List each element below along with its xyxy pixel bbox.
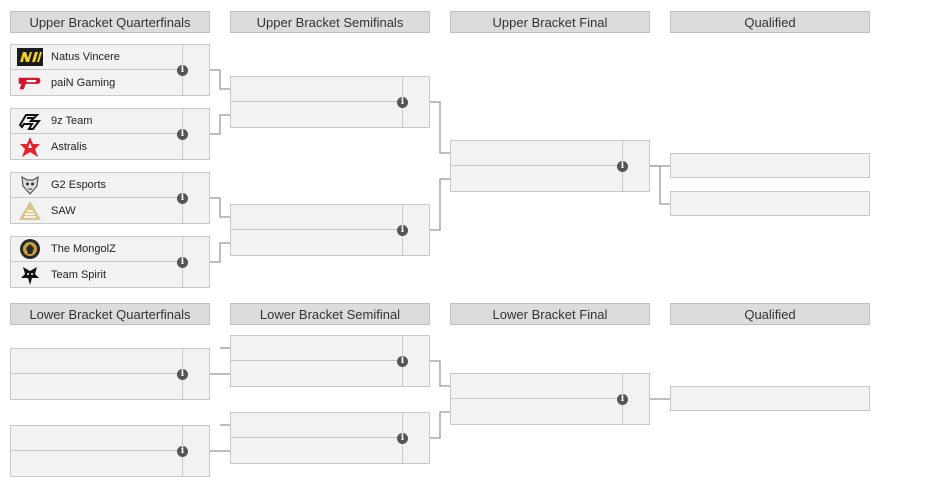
header-upper-final: Upper Bracket Final [450, 11, 650, 33]
9z-logo-icon [17, 110, 43, 132]
info-icon[interactable]: i [397, 97, 408, 108]
team-slot[interactable]: Team Spirit [11, 262, 183, 287]
navi-logo-icon [17, 46, 43, 68]
team-name: G2 Esports [51, 179, 107, 191]
info-icon[interactable]: i [177, 193, 188, 204]
info-icon[interactable]: i [617, 161, 628, 172]
team-slot[interactable]: paiN Gaming [11, 70, 183, 95]
header-lower-quarterfinals: Lower Bracket Quarterfinals [10, 303, 210, 325]
match-upper-sf-2[interactable]: i [230, 204, 430, 256]
team-slot[interactable]: Natus Vincere [11, 45, 183, 70]
qualified-slot-upper-2[interactable] [670, 191, 870, 216]
header-upper-semifinals: Upper Bracket Semifinals [230, 11, 430, 33]
saw-logo-icon [17, 200, 43, 222]
info-icon[interactable]: i [617, 394, 628, 405]
spirit-logo-icon [17, 264, 43, 286]
team-slot[interactable]: SAW [11, 198, 183, 223]
info-icon[interactable]: i [177, 257, 188, 268]
team-slot[interactable] [451, 399, 623, 424]
g2-logo-icon [17, 174, 43, 196]
team-slot[interactable] [11, 451, 183, 476]
info-icon[interactable]: i [177, 129, 188, 140]
match-upper-qf-1[interactable]: Natus Vincere paiN Gaming i [10, 44, 210, 96]
team-slot[interactable] [11, 426, 183, 451]
header-upper-quarterfinals: Upper Bracket Quarterfinals [10, 11, 210, 33]
match-lower-sf-1[interactable]: i [230, 335, 430, 387]
match-upper-qf-2[interactable]: 9z Team Astralis i [10, 108, 210, 160]
match-upper-qf-4[interactable]: The MongolZ Team Spirit i [10, 236, 210, 288]
info-icon[interactable]: i [177, 446, 188, 457]
header-lower-qualified: Qualified [670, 303, 870, 325]
match-upper-final[interactable]: i [450, 140, 650, 192]
team-slot[interactable] [231, 77, 403, 102]
astralis-logo-icon [17, 136, 43, 158]
team-name: Astralis [51, 140, 88, 153]
team-slot[interactable] [451, 141, 623, 166]
header-lower-final: Lower Bracket Final [450, 303, 650, 325]
team-slot[interactable] [231, 361, 403, 386]
team-slot[interactable] [11, 349, 183, 374]
header-lower-semifinal: Lower Bracket Semifinal [230, 303, 430, 325]
header-upper-qualified: Qualified [670, 11, 870, 33]
team-slot[interactable] [231, 413, 403, 438]
team-slot[interactable] [231, 230, 403, 255]
match-lower-qf-1[interactable]: i [10, 348, 210, 400]
match-lower-final[interactable]: i [450, 373, 650, 425]
team-slot[interactable]: 9z Team [11, 109, 183, 134]
team-name: Team Spirit [51, 268, 107, 281]
team-name: paiN Gaming [51, 76, 116, 89]
team-slot[interactable] [231, 102, 403, 127]
team-slot[interactable]: The MongolZ [11, 237, 183, 262]
team-slot[interactable] [231, 438, 403, 463]
team-slot[interactable]: G2 Esports [11, 173, 183, 198]
pain-logo-icon [17, 72, 43, 94]
team-slot[interactable] [231, 336, 403, 361]
mongolz-logo-icon [17, 238, 43, 260]
match-upper-sf-1[interactable]: i [230, 76, 430, 128]
team-name: The MongolZ [51, 243, 116, 255]
info-icon[interactable]: i [397, 433, 408, 444]
team-name: Natus Vincere [51, 51, 120, 63]
qualified-slot-upper-1[interactable] [670, 153, 870, 178]
team-slot[interactable] [451, 374, 623, 399]
team-name: SAW [51, 204, 76, 217]
info-icon[interactable]: i [177, 65, 188, 76]
team-slot[interactable]: Astralis [11, 134, 183, 159]
match-upper-qf-3[interactable]: G2 Esports SAW i [10, 172, 210, 224]
qualified-slot-lower-1[interactable] [670, 386, 870, 411]
team-slot[interactable] [11, 374, 183, 399]
team-name: 9z Team [51, 115, 93, 127]
match-lower-sf-2[interactable]: i [230, 412, 430, 464]
info-icon[interactable]: i [397, 356, 408, 367]
info-icon[interactable]: i [397, 225, 408, 236]
match-lower-qf-2[interactable]: i [10, 425, 210, 477]
info-icon[interactable]: i [177, 369, 188, 380]
team-slot[interactable] [451, 166, 623, 191]
team-slot[interactable] [231, 205, 403, 230]
